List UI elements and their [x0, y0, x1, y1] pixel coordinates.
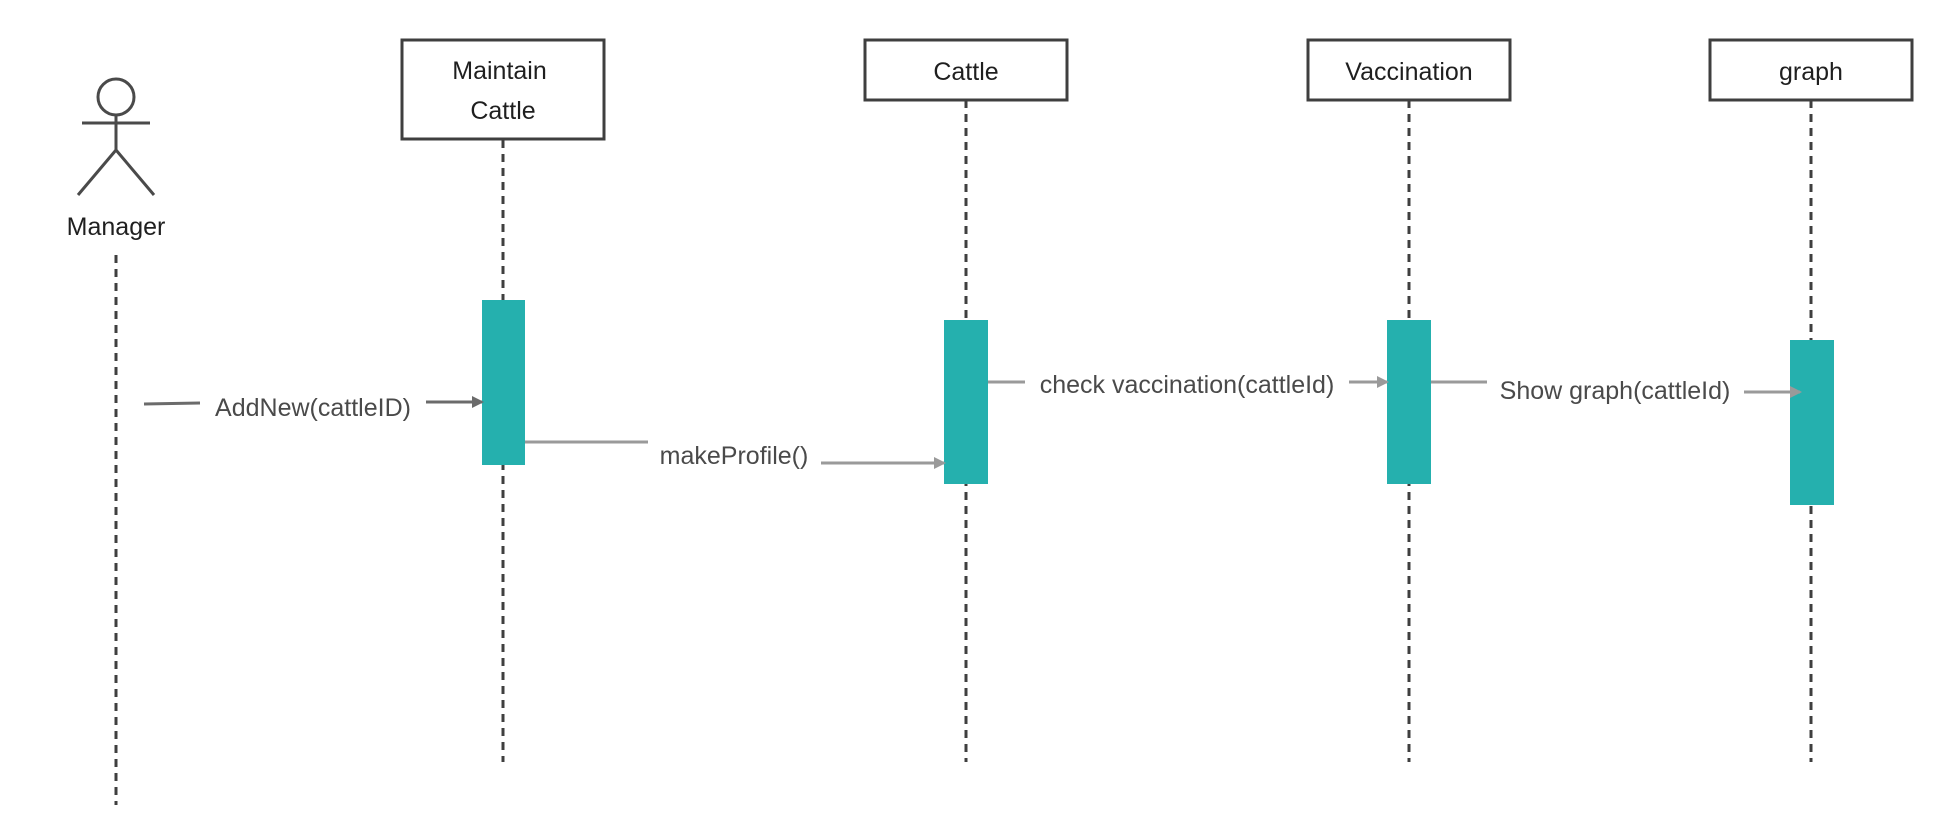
participant-label-maintain-cattle: Maintain Cattle	[452, 57, 553, 125]
lifeline-group-maintain-cattle: Maintain Cattle	[400, 38, 606, 762]
actor-manager: Manager	[67, 77, 166, 805]
activation-bar-vaccination	[1387, 320, 1431, 484]
message-addnew: AddNew(cattleID)	[143, 394, 484, 422]
message-label-addnew: AddNew(cattleID)	[215, 394, 411, 422]
actor-label: Manager	[67, 213, 166, 241]
activation-bar-maintain-cattle	[482, 300, 525, 465]
participant-box-cattle	[863, 38, 1069, 102]
lifeline-group-cattle: Cattle	[863, 38, 1069, 762]
participant-label-graph: graph	[1779, 58, 1843, 86]
participant-label-line: Maintain	[452, 57, 547, 85]
message-label-show-graph: Show graph(cattleId)	[1500, 377, 1731, 405]
stick-figure-icon	[76, 77, 156, 196]
activation-bar-cattle	[944, 320, 988, 484]
participant-box-vaccination	[1306, 38, 1512, 102]
lifeline-group-graph: graph	[1708, 38, 1914, 762]
activation-bar-graph	[1790, 340, 1834, 505]
message-show-graph: Show graph(cattleId)	[1431, 377, 1802, 405]
participant-label-cattle: Cattle	[933, 58, 998, 86]
message-label-check-vaccination: check vaccination(cattleId)	[1040, 371, 1335, 399]
message-label-makeprofile: makeProfile()	[660, 442, 809, 470]
message-line-segment	[143, 401, 201, 406]
participant-label-vaccination: Vaccination	[1345, 58, 1472, 86]
message-check-vaccination: check vaccination(cattleId)	[988, 371, 1389, 399]
message-makeprofile: makeProfile()	[525, 440, 946, 470]
participant-label-line: Cattle	[470, 97, 535, 125]
participant-box-maintain-cattle	[400, 38, 606, 141]
lifeline-group-vaccination: Vaccination	[1306, 38, 1512, 762]
participant-box-graph	[1708, 38, 1914, 102]
